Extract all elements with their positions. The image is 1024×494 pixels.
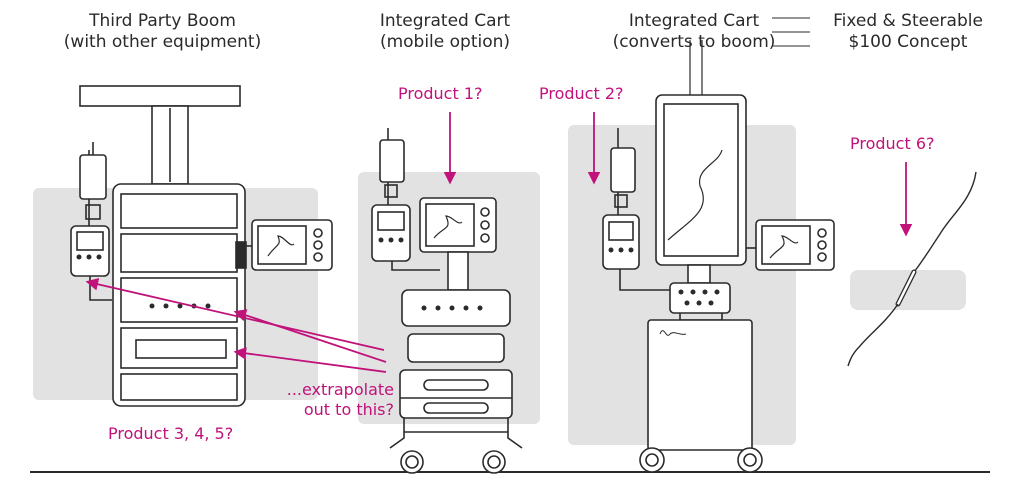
annotation-arrows [85,112,913,373]
third-party-boom [70,85,333,407]
heading-integrated-cart-mobile: Integrated Cart (mobile option) [350,11,540,53]
integrated-cart-mobile [371,128,523,474]
boom-details [76,254,211,309]
heading-line1: Integrated Cart [379,11,511,31]
panel-fixed-steerable [850,270,966,310]
heading-line2: (mobile option) [379,32,511,52]
convertible-cart-details [608,247,720,306]
annotation-extrapolate: ...extrapolate out to this? [276,380,394,420]
extrapolate-line1: ...extrapolate [286,380,394,399]
heading-line2: (with other equipment) [63,32,262,52]
annotation-product6: Product 6? [850,134,935,153]
annotation-product345: Product 3, 4, 5? [108,424,234,443]
arrow-extrapolate-2 [233,309,387,363]
heading-line1: Integrated Cart [628,11,760,31]
mobile-cart-details [378,237,483,311]
extrapolate-line2: out to this? [303,400,394,419]
heading-line2: (converts to boom) [612,32,776,52]
heading-line2: $100 Concept [848,32,968,52]
heading-line1: Third Party Boom [89,11,236,31]
heading-integrated-cart-boom: Integrated Cart (converts to boom) [594,11,794,53]
annotation-product2: Product 2? [539,84,624,103]
integrated-cart-convertible [602,17,835,473]
annotation-product1: Product 1? [398,84,483,103]
heading-fixed-steerable: Fixed & Steerable $100 Concept [818,11,998,53]
heading-third-party-boom: Third Party Boom (with other equipment) [40,11,285,53]
steerable-catheter [847,171,977,367]
heading-line1: Fixed & Steerable [833,11,983,31]
arrow-extrapolate-3 [233,347,387,373]
